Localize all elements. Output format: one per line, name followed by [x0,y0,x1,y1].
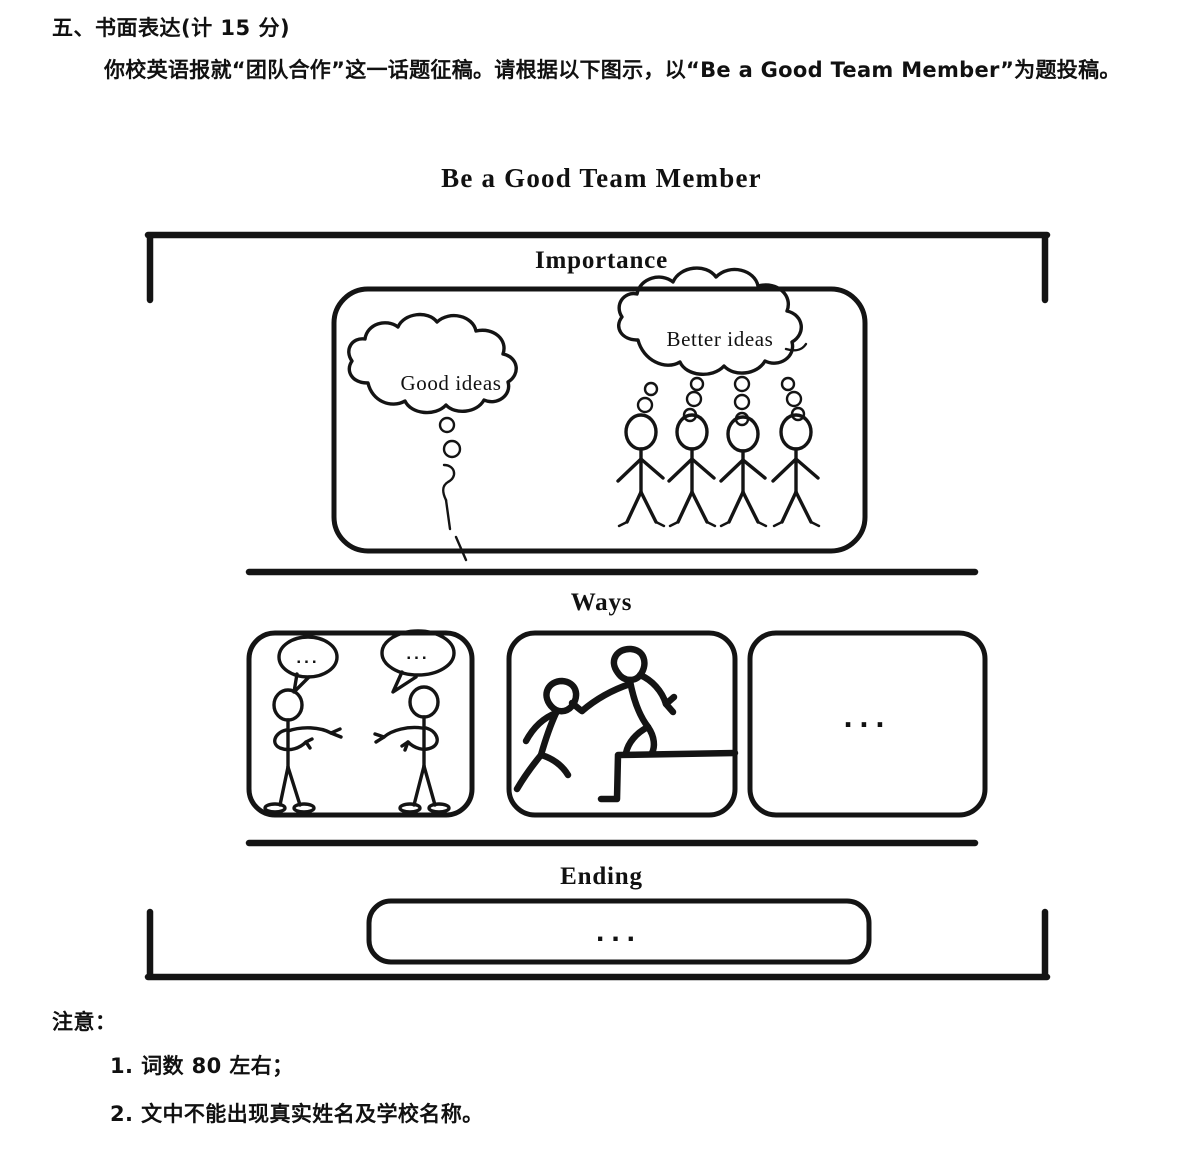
section-heading: 五、书面表达(计 15 分) [52,16,291,40]
importance-section-label: Importance [535,247,668,274]
good-ideas-label: Good ideas [400,371,502,395]
notes-block: 注意： 1. 词数 80 左右； 2. 文中不能出现真实姓名及学校名称。 [52,1006,952,1146]
better-ideas-label: Better ideas [666,327,774,351]
helping-scene [513,645,739,803]
stick-figure [667,376,717,528]
better-ideas-cloud [617,266,808,376]
note-item-1: 1. 词数 80 左右； [110,1054,294,1078]
prompt-paragraph: 你校英语报就“团队合作”这一话题征稿。请根据以下图示，以“Be a Good T… [104,58,1121,83]
thinker-group [616,375,821,528]
notes-title: 注意： [52,1010,117,1034]
ending-panel-placeholder: ... [595,915,642,948]
ways-panel-blank-placeholder: ... [843,698,892,734]
ways-panel-helping [506,630,738,818]
diagram-title: Be a Good Team Member [441,163,762,193]
good-ideas-cloud [347,312,518,562]
stick-figure [771,376,821,528]
ways-section-label: Ways [570,589,633,616]
speech-bubble-left-dots: ... [296,648,320,667]
note-item-2: 2. 文中不能出现真实姓名及学校名称。 [110,1102,484,1126]
ending-section-label: Ending [560,863,643,890]
prompt-block: 五、书面表达(计 15 分) 你校英语报就“团队合作”这一话题征稿。请根据以下图… [52,14,1162,89]
speech-bubble-right-dots: ... [406,644,430,663]
stick-figure [616,381,666,528]
stick-figure [719,375,768,528]
